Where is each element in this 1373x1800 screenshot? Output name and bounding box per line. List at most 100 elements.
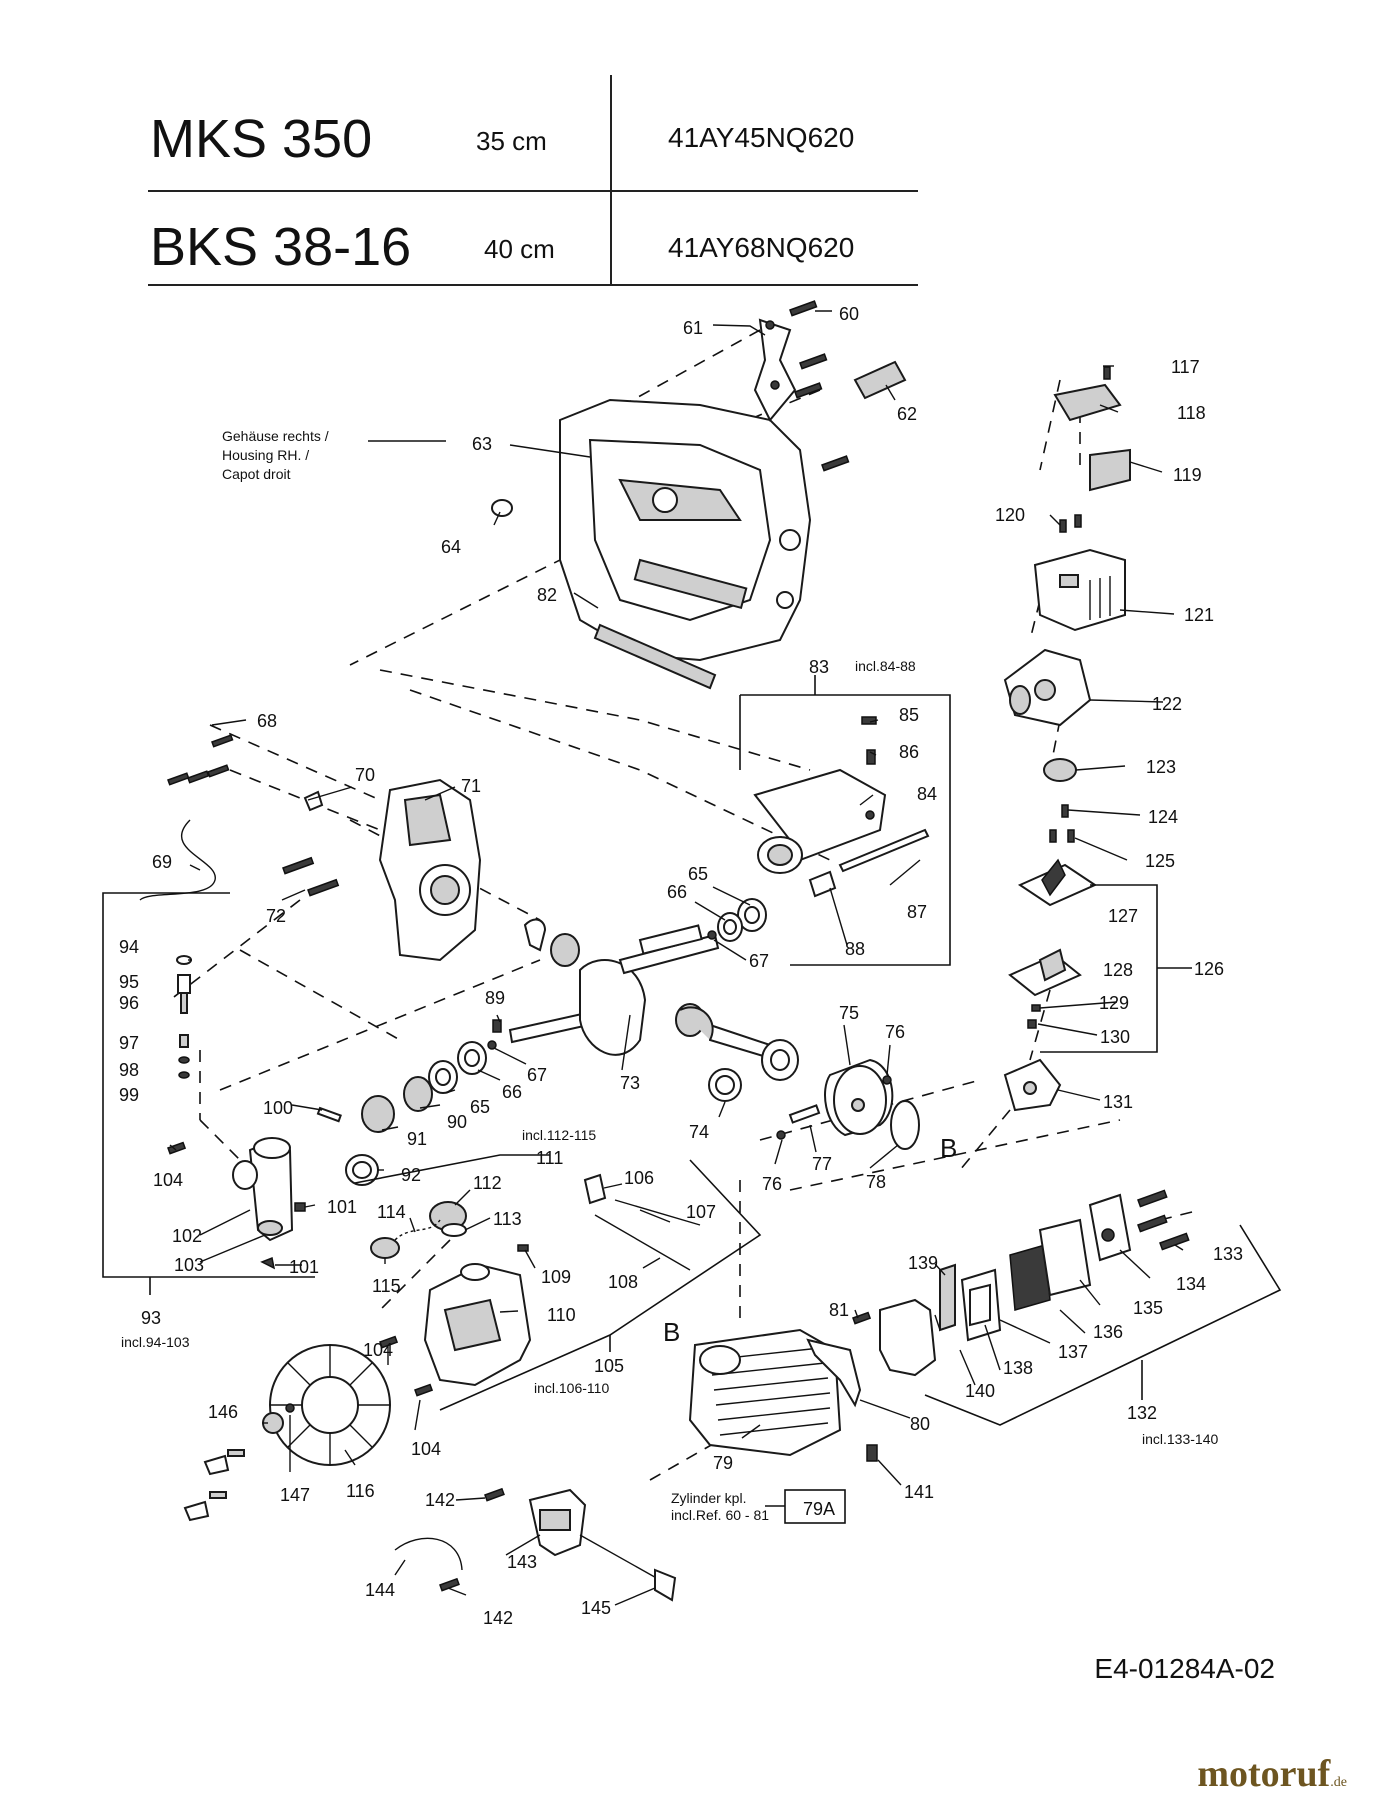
label-112: 112 — [473, 1173, 502, 1193]
leader-lines — [169, 310, 1184, 1606]
label-96: 96 — [119, 993, 139, 1013]
label-87: 87 — [907, 902, 927, 922]
label-72: 72 — [266, 906, 286, 926]
filter-cover-118 — [1053, 383, 1122, 422]
label-82: 82 — [537, 585, 557, 605]
label-94: 94 — [119, 937, 139, 957]
label-145: 145 — [581, 1598, 611, 1618]
pin-89 — [492, 1019, 502, 1033]
ring-67-right — [707, 930, 717, 940]
label-74: 74 — [689, 1122, 709, 1142]
label-147: 147 — [280, 1485, 310, 1505]
label-123: 123 — [1146, 757, 1176, 777]
label-99: 99 — [119, 1085, 139, 1105]
label-117: 117 — [1171, 357, 1200, 377]
label-98: 98 — [119, 1060, 139, 1080]
label-110: 110 — [547, 1305, 576, 1325]
label-122: 122 — [1152, 694, 1182, 714]
label-62: 62 — [897, 404, 917, 424]
label-75: 75 — [839, 1003, 859, 1023]
label-119: 119 — [1173, 465, 1202, 485]
label-139: 139 — [908, 1253, 938, 1273]
label-130: 130 — [1100, 1027, 1130, 1047]
screws-133 — [1137, 1189, 1190, 1251]
note-cylinder-2: incl.Ref. 60 - 81 — [671, 1507, 769, 1523]
note-cylinder-1: Zylinder kpl. — [671, 1490, 746, 1506]
label-93: 93 — [141, 1308, 161, 1328]
hose-107 — [614, 1199, 701, 1226]
intake-127 — [1017, 858, 1098, 907]
label-95: 95 — [119, 972, 139, 992]
pawls — [183, 1449, 245, 1522]
bracket-80 — [806, 1338, 862, 1408]
note-132: incl.133-140 — [1142, 1431, 1218, 1447]
nut-147 — [285, 1403, 295, 1413]
label-B2: B — [663, 1317, 680, 1347]
label-76-upper: 76 — [885, 1022, 905, 1042]
header-divider-bottom — [148, 284, 918, 286]
label-67-right: 67 — [749, 951, 769, 971]
plug-64 — [491, 499, 513, 517]
plate-135 — [1038, 1218, 1092, 1297]
oil-pump-102 — [232, 1137, 294, 1242]
label-127: 127 — [1108, 906, 1138, 926]
label-116: 116 — [346, 1481, 375, 1501]
screen-136 — [1009, 1244, 1051, 1311]
cylinder-79 — [688, 1328, 842, 1457]
gasket-92 — [345, 1154, 379, 1186]
screws-120 — [1059, 514, 1082, 533]
screws-124-125 — [1049, 804, 1075, 843]
label-113: 113 — [493, 1209, 522, 1229]
housing-right-63 — [559, 398, 812, 662]
tank-84 — [753, 768, 887, 874]
bearing-66-left — [457, 1041, 487, 1075]
nipple-88 — [808, 870, 837, 898]
label-111: 111 — [536, 1148, 563, 1168]
article-number-1: 41AY45NQ620 — [668, 122, 855, 153]
header-divider-middle — [148, 190, 918, 192]
label-129: 129 — [1099, 993, 1129, 1013]
label-115: 115 — [372, 1276, 401, 1296]
screw-104-top — [167, 1141, 187, 1155]
label-108: 108 — [608, 1272, 638, 1292]
label-84: 84 — [917, 784, 937, 804]
screws-68 — [167, 734, 234, 786]
label-114: 114 — [377, 1202, 406, 1222]
label-101-upper: 101 — [327, 1197, 357, 1217]
crankcase-71 — [378, 778, 482, 962]
label-143: 143 — [507, 1552, 537, 1572]
label-85: 85 — [899, 705, 919, 725]
label-125: 125 — [1145, 851, 1175, 871]
screw-109 — [517, 1244, 529, 1252]
cap-70 — [303, 790, 324, 812]
spring-91 — [361, 1095, 395, 1133]
label-89: 89 — [485, 988, 505, 1008]
part-labels: 60 61 62 63 64 82 83 incl.84-88 68 70 71… — [119, 304, 1243, 1628]
spring-90 — [403, 1076, 433, 1112]
label-79A: 79A — [803, 1499, 835, 1519]
label-66-left: 66 — [502, 1082, 522, 1102]
air-filter-121 — [1033, 548, 1126, 632]
label-88: 88 — [845, 939, 865, 959]
spark-cable-145 — [579, 1534, 677, 1602]
seal-65-left — [428, 1060, 458, 1094]
cable-69 — [139, 819, 216, 901]
muffler-140 — [879, 1298, 937, 1377]
screws-60 — [789, 300, 850, 472]
housing-note: Gehäuse rechts / Housing RH. / Capot dro… — [222, 428, 329, 482]
label-90: 90 — [447, 1112, 467, 1132]
model-name-1: MKS 350 — [150, 109, 373, 169]
label-138: 138 — [1003, 1358, 1033, 1378]
housing-note-line-1: Gehäuse rechts / — [222, 428, 329, 444]
note-111: incl.112-115 — [522, 1127, 596, 1143]
label-64: 64 — [441, 537, 461, 557]
cable-144 — [394, 1537, 463, 1571]
label-60: 60 — [839, 304, 859, 324]
label-65-left: 65 — [470, 1097, 490, 1117]
ring-78 — [890, 1100, 920, 1150]
label-107: 107 — [686, 1202, 716, 1222]
label-92: 92 — [401, 1165, 421, 1185]
label-136: 136 — [1093, 1322, 1123, 1342]
